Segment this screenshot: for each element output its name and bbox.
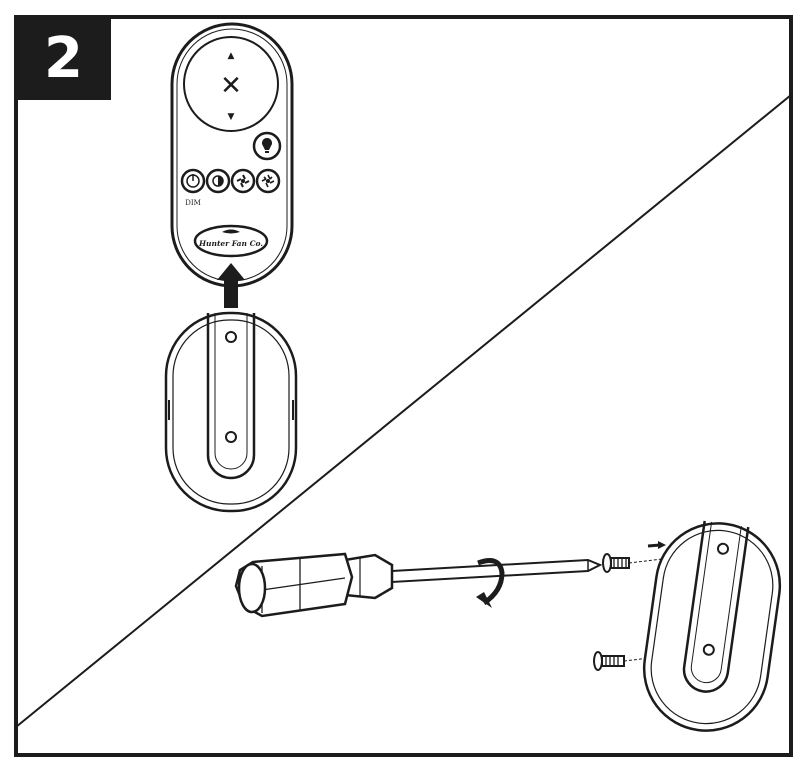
dial-arrow-down: ▼ bbox=[228, 112, 235, 122]
mount-hole bbox=[716, 542, 729, 555]
wall-holder-tilted bbox=[642, 520, 782, 732]
logo-text: Hunter Fan Co. bbox=[198, 239, 263, 248]
mount-hole bbox=[702, 643, 715, 656]
dim-icon bbox=[205, 168, 231, 194]
stop-icon: ✕ bbox=[220, 71, 242, 101]
dim-label: DIM bbox=[185, 199, 201, 207]
step-number-badge: 2 bbox=[16, 17, 111, 100]
wall-holder bbox=[164, 311, 298, 513]
divider-line bbox=[15, 94, 792, 728]
logo-badge bbox=[193, 224, 269, 258]
insert-arrow-icon bbox=[217, 263, 245, 308]
power-icon bbox=[180, 168, 206, 194]
rotate-arrow-icon bbox=[476, 558, 505, 608]
screw-icon bbox=[602, 553, 630, 573]
guide-line bbox=[628, 550, 729, 564]
mount-hole bbox=[225, 431, 237, 443]
light-bulb-icon bbox=[252, 131, 282, 161]
screwdriver bbox=[234, 552, 603, 618]
push-arrow-icon bbox=[647, 541, 666, 549]
fan-speed-icon bbox=[255, 168, 281, 194]
step-number: 2 bbox=[44, 26, 83, 91]
fan-speed-icon bbox=[230, 168, 256, 194]
screw-icon bbox=[593, 651, 625, 671]
logo-emblem bbox=[222, 229, 240, 234]
mount-hole bbox=[225, 331, 237, 343]
fan-dial bbox=[183, 36, 279, 132]
remote-control: ▲ ✕ ▼ DIM bbox=[170, 22, 294, 288]
panel-frame bbox=[14, 15, 793, 757]
dial-arrow-up: ▲ bbox=[228, 51, 235, 61]
